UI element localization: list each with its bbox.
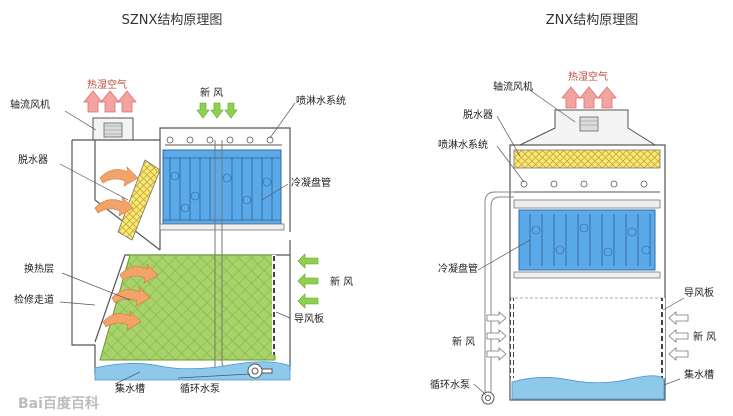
sznx-spray-nozzles	[165, 136, 282, 146]
znx-fan	[519, 109, 657, 146]
sznx-fresh-air-top-label: 新 风	[200, 86, 223, 99]
sznx-title: SZNX结构原理图	[122, 13, 223, 28]
znx-spray-nozzles	[514, 180, 660, 193]
sznx-fill-label: 换热层	[24, 262, 54, 275]
znx-pump-label: 循环水泵	[430, 378, 470, 391]
znx-coil-label: 冷凝盘管	[438, 262, 478, 275]
znx-eliminator	[513, 149, 661, 169]
znx-leader-lines	[473, 87, 685, 396]
fresh-air-down-arrows	[196, 102, 238, 119]
sznx-spray-label: 喷淋水系统	[296, 94, 346, 107]
znx-fresh-air-left-arrows	[486, 311, 507, 361]
znx-hot-air-label: 热湿空气	[568, 70, 608, 83]
znx-coil	[513, 199, 661, 279]
znx-casing	[509, 144, 666, 401]
znx-fresh-air-right-arrows	[668, 311, 689, 361]
znx-eliminator-label: 脱水器	[463, 108, 493, 121]
sznx-fresh-air-side-label: 新 风	[330, 275, 353, 288]
znx-louver-left	[510, 298, 514, 378]
sznx-diagram: SZNX结构原理图 热湿空气 新 风	[10, 13, 353, 395]
znx-pump	[481, 391, 495, 405]
znx-louver-label: 导风板	[684, 286, 714, 299]
znx-fresh-air-left-label: 新 风	[452, 335, 475, 348]
baidu-watermark: Bai百度百科	[18, 395, 99, 412]
sznx-coil-label: 冷凝盘管	[291, 176, 331, 189]
znx-water-basin	[511, 375, 665, 400]
znx-basin-label: 集水槽	[684, 368, 714, 381]
sznx-fan-label: 轴流风机	[10, 98, 50, 111]
sznx-hot-air-label: 热湿空气	[87, 78, 127, 91]
znx-louver-right	[661, 298, 665, 378]
sznx-louver-label: 导风板	[294, 312, 324, 325]
sznx-louver-strip	[272, 255, 276, 355]
znx-pipe	[484, 191, 514, 392]
sznx-water-basin	[94, 361, 291, 381]
znx-title: ZNX结构原理图	[546, 13, 639, 28]
sznx-walkway-label: 检修走道	[14, 293, 54, 306]
sznx-pump-label: 循环水泵	[180, 382, 220, 395]
znx-fresh-air-right-label: 新 风	[693, 330, 716, 343]
znx-spray-label: 喷淋水系统	[438, 138, 488, 151]
znx-hot-air-arrows	[561, 86, 617, 109]
sznx-fan	[92, 117, 134, 141]
znx-fan-label: 轴流风机	[493, 80, 533, 93]
sznx-eliminator-label: 脱水器	[18, 153, 48, 166]
hot-air-arrows	[83, 90, 137, 113]
intake-air-arrows	[94, 166, 159, 331]
znx-diagram: ZNX结构原理图 热湿空气	[430, 13, 716, 405]
sznx-basin-label: 集水槽	[115, 382, 145, 395]
sznx-pump	[247, 363, 273, 379]
fresh-air-side-arrows	[297, 253, 319, 309]
sznx-leader-lines	[59, 102, 296, 385]
